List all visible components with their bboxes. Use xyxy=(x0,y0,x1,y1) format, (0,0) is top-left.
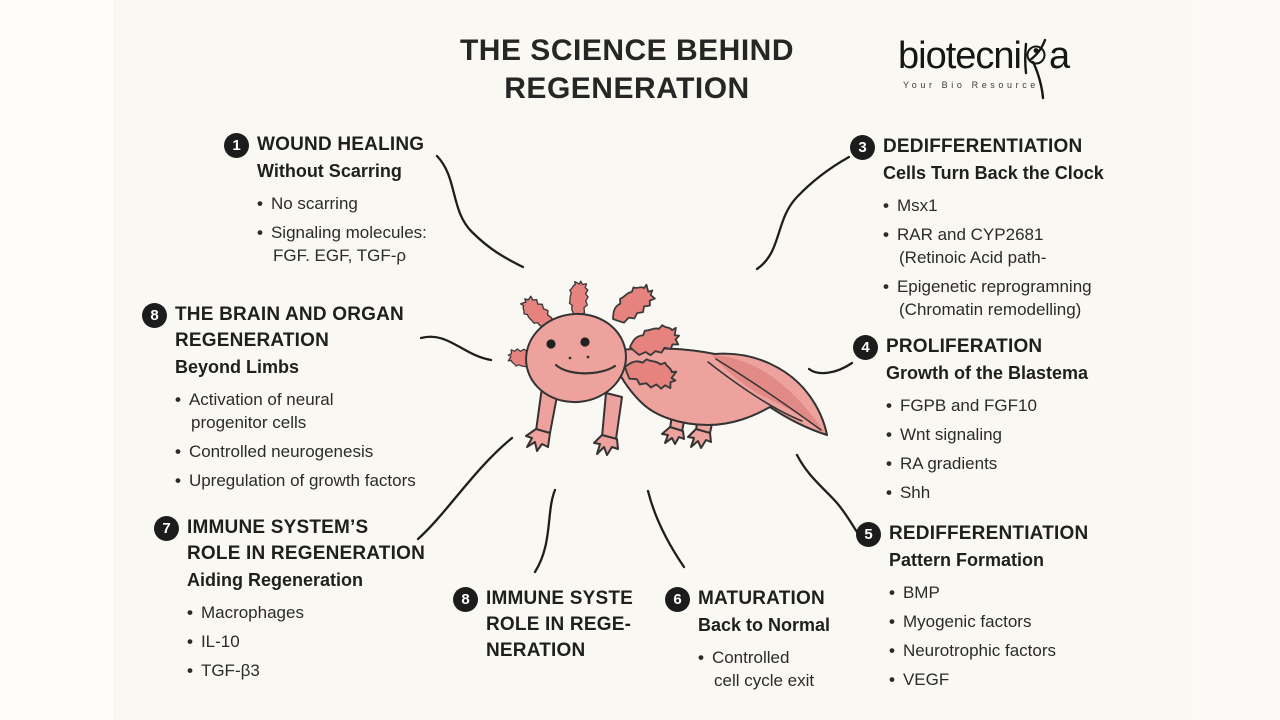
section-number-badge: 8 xyxy=(142,303,167,328)
bullet-item: Wnt signaling xyxy=(886,423,1088,446)
bullet-item: Upregulation of growth factors xyxy=(175,469,416,492)
left-margin xyxy=(0,0,113,720)
bullet-item: FGPB and FGF10 xyxy=(886,394,1088,417)
section-maturation: 6 MATURATION Back to Normal Controlled c… xyxy=(665,586,880,692)
bullet-item: Controlled neurogenesis xyxy=(175,440,416,463)
section-subtitle: Aiding Regeneration xyxy=(187,570,364,590)
section-number-badge: 1 xyxy=(224,133,249,158)
section-subtitle: Cells Turn Back the Clock xyxy=(883,163,1104,183)
connector-lines xyxy=(416,154,859,574)
section-number-badge: 4 xyxy=(853,335,878,360)
bullet-item: Activation of neural progenitor cells xyxy=(175,388,416,434)
section-title: REDIFFERENTIATION xyxy=(889,523,1089,544)
bullet-item: No scarring xyxy=(257,192,427,215)
section-title: THE BRAIN AND ORGAN xyxy=(175,304,404,325)
section-subtitle: Back to Normal xyxy=(698,615,831,635)
section-subtitle: Without Scarring xyxy=(257,161,402,181)
bullet-item: BMP xyxy=(889,581,1088,604)
section-subtitle: Pattern Formation xyxy=(889,550,1045,570)
section-title: DEDIFFERENTIATION xyxy=(883,136,1083,157)
section-immune-system-role: 7 IMMUNE SYSTEM’S ROLE IN REGENERATION A… xyxy=(154,515,484,682)
bullet-item: TGF-β3 xyxy=(187,659,425,682)
logo-text-after-k: a xyxy=(1048,35,1070,77)
section-number-badge: 5 xyxy=(856,522,881,547)
logo-text-before-k: biotecni xyxy=(898,35,1022,77)
connector-immune-role xyxy=(416,436,514,541)
axolotl-face xyxy=(546,337,617,375)
bullet-item: Signaling molecules: FGF. EGF, TGF-ρ xyxy=(257,221,427,267)
section-subtitle: Growth of the Blastema xyxy=(886,363,1089,383)
section-dedifferentiation: 3 DEDIFFERENTIATION Cells Turn Back the … xyxy=(850,134,1180,321)
section-title: IMMUNE SYSTEM’S xyxy=(187,517,369,538)
right-margin xyxy=(1192,0,1280,720)
bullet-item: VEGF xyxy=(889,668,1088,691)
section-title: MATURATION xyxy=(698,588,825,609)
connector-immune-bottom xyxy=(533,488,557,574)
section-number-badge: 8 xyxy=(453,587,478,612)
bullet-item: Neurotrophic factors xyxy=(889,639,1088,662)
connector-wound-healing xyxy=(435,154,525,269)
section-title: WOUND HEALING xyxy=(257,134,425,155)
section-subtitle: Beyond Limbs xyxy=(175,357,300,377)
brand-logo-name: biotecni a xyxy=(898,35,1118,100)
section-redifferentiation: 5 REDIFFERENTIATION Pattern Formation BM… xyxy=(856,521,1156,691)
section-title: REGENERATION xyxy=(175,330,330,351)
logo-tagline: Your Bio Resource xyxy=(903,80,1039,90)
page-title: THE SCIENCE BEHIND REGENERATION xyxy=(387,32,867,108)
page-title-line-1: THE SCIENCE BEHIND xyxy=(459,34,795,67)
section-brain-organ-regeneration: 8 THE BRAIN AND ORGAN REGENERATION Beyon… xyxy=(142,302,492,492)
bullet-item: Msx1 xyxy=(883,194,1104,217)
section-title: ROLE IN REGENERATION xyxy=(187,543,425,564)
section-proliferation: 4 PROLIFERATION Growth of the Blastema F… xyxy=(853,334,1143,504)
logo-stylized-k-figure-icon xyxy=(1024,38,1047,100)
connector-brain-organ xyxy=(419,335,493,362)
bullet-item: Epigenetic reprogramning (Chromatin remo… xyxy=(883,275,1104,321)
connector-proliferation xyxy=(807,361,854,375)
page-title-line-2: REGENERATION xyxy=(504,72,750,105)
bullet-item: Macrophages xyxy=(187,601,425,624)
connector-rediff xyxy=(795,453,859,534)
axolotl-tail-lines xyxy=(707,358,822,431)
brand-logo: biotecni a Your Bio Resource xyxy=(898,35,1118,100)
bullet-item: Controlled cell cycle exit xyxy=(698,646,830,692)
section-title: ROLE IN REGE- xyxy=(486,614,632,635)
section-title: NERATION xyxy=(486,640,586,661)
bullet-item: Myogenic factors xyxy=(889,610,1088,633)
connector-maturation xyxy=(646,489,686,569)
connector-dedifferentiation xyxy=(755,155,851,271)
axolotl-illustration xyxy=(506,278,828,456)
section-number-badge: 6 xyxy=(665,587,690,612)
axolotl-head xyxy=(525,312,627,404)
section-title: PROLIFERATION xyxy=(886,336,1043,357)
section-title: IMMUNE SYSTE xyxy=(486,588,634,609)
section-wound-healing: 1 WOUND HEALING Without Scarring No scar… xyxy=(224,132,524,267)
bullet-item: Shh xyxy=(886,481,1088,504)
section-number-badge: 7 xyxy=(154,516,179,541)
bullet-item: RAR and CYP2681 (Retinoic Acid path- xyxy=(883,223,1104,269)
section-number-badge: 3 xyxy=(850,135,875,160)
bullet-item: IL-10 xyxy=(187,630,425,653)
section-immune-syste-bottom: 8 IMMUNE SYSTE ROLE IN REGE- NERATION xyxy=(453,586,683,664)
bullet-item: RA gradients xyxy=(886,452,1088,475)
